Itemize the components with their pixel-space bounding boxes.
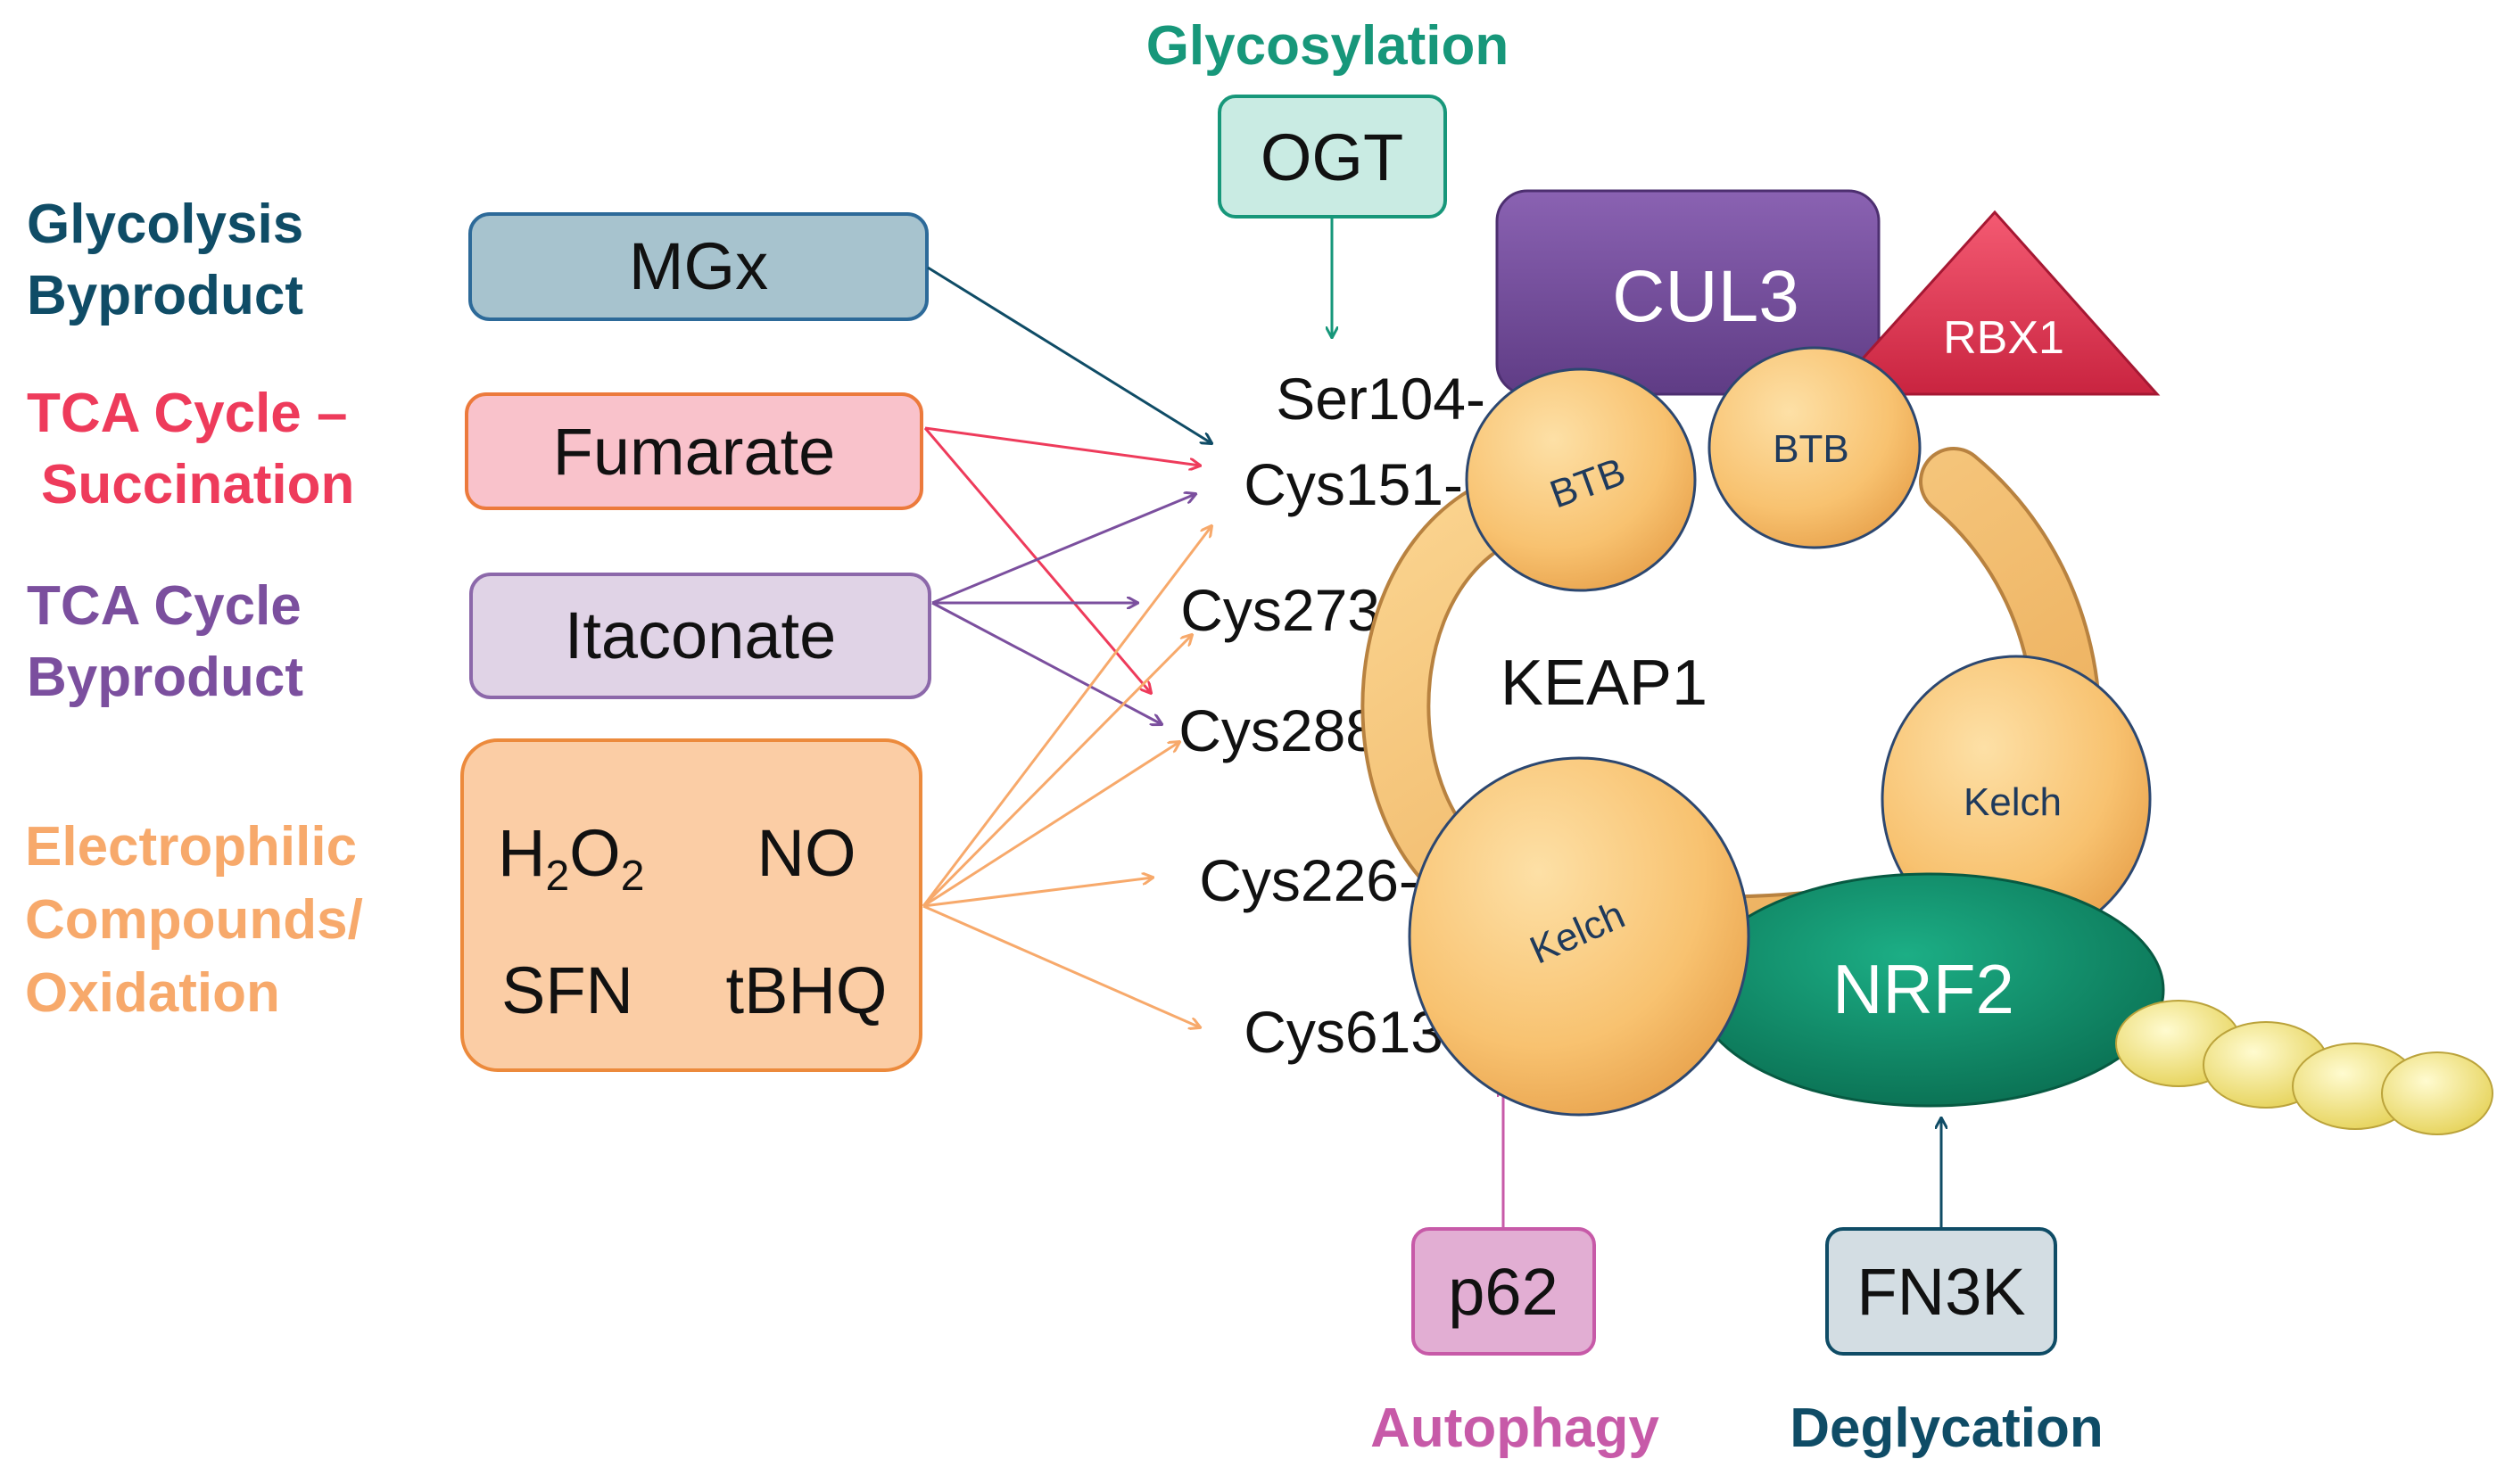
category-deglycation-label: Deglycation: [1790, 1397, 2103, 1459]
kelch-right-label: Kelch: [1964, 780, 2062, 824]
ogt-label: OGT: [1261, 120, 1403, 194]
category-line: Byproduct: [27, 265, 303, 326]
category-line: Byproduct: [27, 647, 303, 708]
site-cys226-label: Cys226-: [1199, 847, 1418, 913]
cul3-protein: CUL3: [1495, 189, 1881, 396]
nrf2-protein: NRF2: [1694, 872, 2165, 1108]
keap1-complex: CUL3 RBX1 BTB BTB KEAP1 Kelch NRF2: [1360, 189, 2493, 1135]
sfn-label: SFN: [501, 953, 633, 1027]
category-autophagy-label: Autophagy: [1370, 1397, 1659, 1459]
tbhq-label: tBHQ: [726, 953, 888, 1027]
kelch-domain-left: Kelch: [1408, 756, 1750, 1117]
category-line: TCA Cycle: [27, 575, 302, 637]
arrow-fumarate-cys151: [924, 426, 1200, 466]
mgx-box: MGx: [468, 212, 929, 321]
category-itaconate-label: TCA Cycle Byproduct: [27, 575, 303, 708]
btb-right-label: BTB: [1773, 427, 1849, 471]
fn3k-box: FN3K: [1825, 1227, 2057, 1356]
no-label: NO: [757, 816, 856, 890]
category-glycosylation-label: Glycosylation: [1146, 15, 1509, 77]
site-cys151-label: Cys151-: [1244, 451, 1463, 517]
nrf2-bead: [2381, 1051, 2493, 1135]
p62-box: p62: [1411, 1227, 1596, 1356]
arrow-electrophile-cys151: [922, 526, 1211, 907]
fumarate-label: Fumarate: [553, 415, 836, 489]
arrow-electrophile-cys226: [922, 878, 1153, 908]
category-succination-label: TCA Cycle – Succination: [27, 383, 354, 515]
category-line: Electrophilic: [25, 816, 357, 878]
site-cys273-label: Cys273-: [1180, 577, 1400, 643]
btb-domain-left: BTB: [1465, 367, 1697, 592]
itaconate-label: Itaconate: [565, 598, 836, 672]
rbx1-label: RBX1: [1943, 312, 2064, 364]
nrf2-label: NRF2: [1832, 950, 2014, 1028]
fn3k-label: FN3K: [1856, 1255, 2025, 1329]
itaconate-box: Itaconate: [469, 573, 931, 699]
category-line: Glycolysis: [27, 194, 303, 255]
site-ser104-label: Ser104-: [1276, 366, 1485, 432]
keap1-label: KEAP1: [1501, 647, 1707, 719]
category-line: Oxidation: [25, 962, 280, 1024]
rbx1-protein: RBX1: [1827, 210, 2161, 396]
mgx-label: MGx: [629, 229, 768, 303]
nrf2-tail-beads: [2115, 1000, 2493, 1135]
cul3-label: CUL3: [1612, 256, 1799, 337]
ogt-box: OGT: [1218, 95, 1447, 218]
category-glycolysis-label: Glycolysis Byproduct: [27, 194, 303, 326]
electrophiles-box: H2O2 NO SFN tBHQ: [460, 738, 922, 1072]
h2o2-label: H2O2: [498, 816, 644, 900]
p62-label: p62: [1448, 1255, 1558, 1329]
btb-domain-right: BTB: [1707, 346, 1922, 549]
fumarate-box: Fumarate: [465, 392, 923, 510]
category-electrophilic-label: Electrophilic Compounds/ Oxidation: [25, 816, 363, 1024]
category-line: Succination: [41, 454, 354, 515]
arrow-electrophile-cys273: [922, 635, 1192, 908]
category-line: TCA Cycle –: [27, 383, 348, 444]
modification-arrows: [922, 218, 1941, 1227]
arrow-electrophile-cys613: [922, 904, 1200, 1027]
category-line: Compounds/: [25, 889, 363, 951]
arrow-itaconate-cys151: [931, 494, 1195, 605]
arrow-mgx-cys151: [927, 266, 1211, 443]
arrow-electrophile-cys288: [922, 742, 1179, 908]
